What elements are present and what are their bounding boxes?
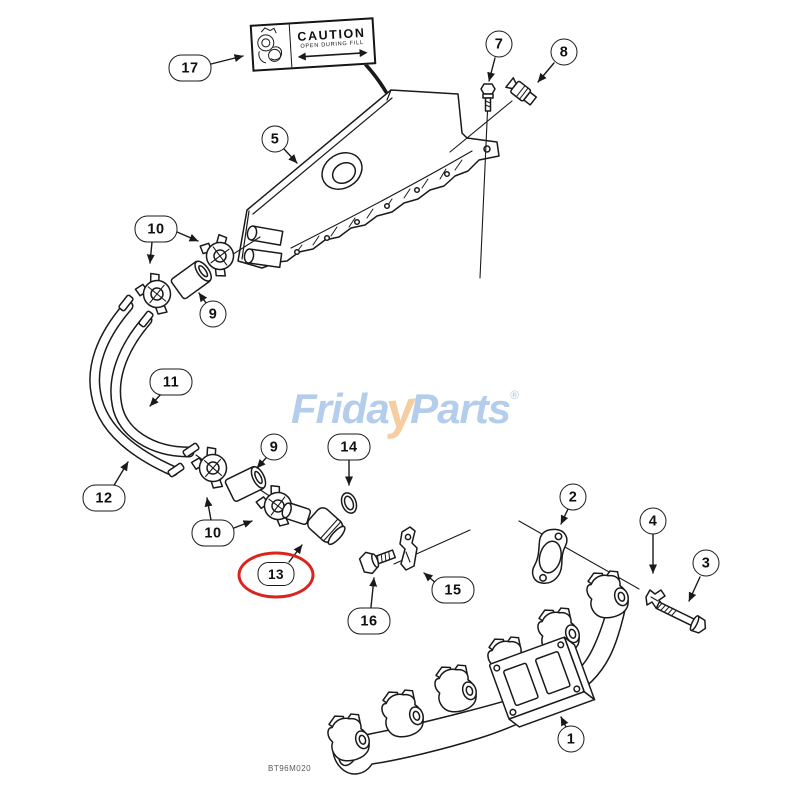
part-10-clamp-upper-b — [133, 270, 174, 317]
part-11-hose — [110, 314, 195, 458]
callout-label: 10 — [147, 221, 165, 237]
cover-outline — [237, 89, 500, 269]
leader-10-lower-b — [204, 497, 213, 521]
part-1-exhaust-manifold — [321, 564, 634, 775]
callout-13-highlighted: 13 — [257, 562, 295, 586]
leader-8 — [537, 62, 555, 83]
leader-9-lower — [256, 457, 267, 469]
callout-5: 5 — [261, 125, 289, 153]
cover-port-lower — [243, 248, 283, 269]
manifold-port — [580, 564, 634, 624]
part-12-hose — [89, 300, 179, 477]
part-9-tube-upper — [169, 257, 216, 301]
callout-14: 14 — [327, 433, 371, 461]
callout-label: 12 — [95, 490, 113, 506]
callout-label: 1 — [566, 731, 576, 747]
cover-tab-hole — [483, 145, 491, 153]
watermark-text-right: Parts — [410, 385, 511, 432]
callout-9-upper: 9 — [199, 300, 227, 328]
part-10-clamp-lower-a — [189, 445, 229, 491]
part-13-elbow-fitting — [281, 502, 346, 546]
callout-label: 11 — [162, 374, 180, 390]
callout-label: 9 — [208, 306, 218, 322]
callout-label: 9 — [269, 439, 279, 455]
axis-line-bolt7 — [479, 99, 489, 279]
callout-label: 4 — [648, 513, 658, 529]
axis-line-fitting8 — [449, 100, 513, 153]
callout-9-lower: 9 — [260, 433, 288, 461]
leader-5 — [283, 148, 298, 164]
double-arrow-icon — [297, 48, 368, 61]
part-16-bolt — [358, 549, 397, 575]
part-3-bolt — [655, 601, 707, 634]
callout-1: 1 — [557, 725, 585, 753]
callout-label: 17 — [181, 60, 199, 76]
leader-7 — [487, 57, 496, 82]
leader-12 — [112, 461, 129, 488]
caution-label: CAUTION OPEN DURING FILL — [249, 17, 377, 72]
leader-1 — [560, 716, 569, 728]
highlight-ellipse — [237, 551, 315, 599]
callout-label: 5 — [270, 131, 280, 147]
callout-label: 7 — [494, 36, 504, 52]
leader-10-lower-a — [233, 520, 253, 529]
leader-10-upper-a — [176, 231, 199, 242]
callout-8: 8 — [550, 38, 578, 66]
cover-port-upper — [246, 225, 284, 246]
callout-label: 3 — [701, 555, 711, 571]
callout-label: 15 — [444, 582, 462, 598]
callout-4: 4 — [639, 507, 667, 535]
watermark-logo: FridayParts® — [291, 376, 519, 440]
part-9-tube-lower — [223, 463, 270, 503]
part-5-intake-cover — [237, 89, 500, 269]
part-7-bolt — [480, 83, 496, 112]
part-8-fitting — [505, 77, 538, 106]
callout-10-upper: 10 — [134, 215, 178, 243]
watermark-text-left: Frida — [291, 385, 390, 432]
part-2-gasket — [531, 528, 568, 584]
callout-label: 8 — [559, 44, 569, 60]
callout-7: 7 — [485, 30, 513, 58]
callout-17: 17 — [168, 54, 212, 82]
part-15-bracket — [399, 526, 418, 571]
caution-pictogram-icon — [251, 24, 293, 70]
caution-leader-line — [364, 63, 388, 94]
callout-label: 10 — [204, 525, 222, 541]
callout-2: 2 — [559, 483, 587, 511]
watermark-swoosh: y — [383, 379, 417, 440]
callout-16: 16 — [347, 607, 391, 635]
callout-10-lower: 10 — [191, 519, 235, 547]
leader-17 — [210, 54, 244, 65]
part-14-o-ring — [340, 492, 358, 514]
callout-15: 15 — [431, 576, 475, 604]
callout-label: 13 — [267, 566, 285, 582]
manifold-center-flange — [488, 636, 596, 728]
callout-label: 16 — [360, 613, 378, 629]
hose-end-ferrule — [137, 309, 155, 329]
leader-2 — [560, 508, 569, 525]
registered-trademark-icon: ® — [510, 388, 519, 402]
callout-label: 2 — [568, 489, 578, 505]
leader-3 — [688, 576, 701, 602]
callout-12: 12 — [82, 484, 126, 512]
manifold-port — [428, 658, 482, 718]
leader-10-upper-b — [146, 241, 155, 264]
callout-3: 3 — [692, 549, 720, 577]
callout-label: 14 — [340, 439, 358, 455]
figure-code: BT96M020 — [268, 764, 312, 773]
leader-16 — [369, 577, 378, 608]
callout-11: 11 — [149, 368, 193, 396]
leader-9-upper — [198, 292, 208, 304]
